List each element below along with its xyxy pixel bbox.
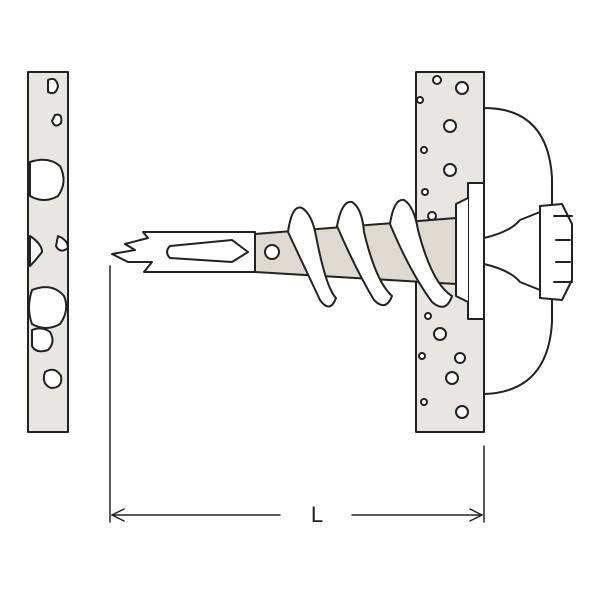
flange-shoulder bbox=[455, 197, 469, 303]
drill-tip bbox=[111, 231, 256, 273]
dimension-line-L bbox=[111, 508, 483, 522]
right-board-pores bbox=[416, 75, 469, 419]
left-board bbox=[27, 71, 69, 433]
dimension-label: L bbox=[311, 502, 323, 527]
arrowhead-left bbox=[111, 508, 125, 522]
screw-head bbox=[483, 203, 573, 301]
left-board-pores bbox=[28, 77, 69, 389]
anchor-flange bbox=[467, 182, 485, 320]
anchor-threads bbox=[287, 198, 453, 308]
drill-tip-flute bbox=[166, 239, 249, 263]
dimension-extension-lines bbox=[109, 265, 485, 523]
tip-hole bbox=[264, 244, 280, 260]
arrowhead-right bbox=[469, 508, 483, 522]
